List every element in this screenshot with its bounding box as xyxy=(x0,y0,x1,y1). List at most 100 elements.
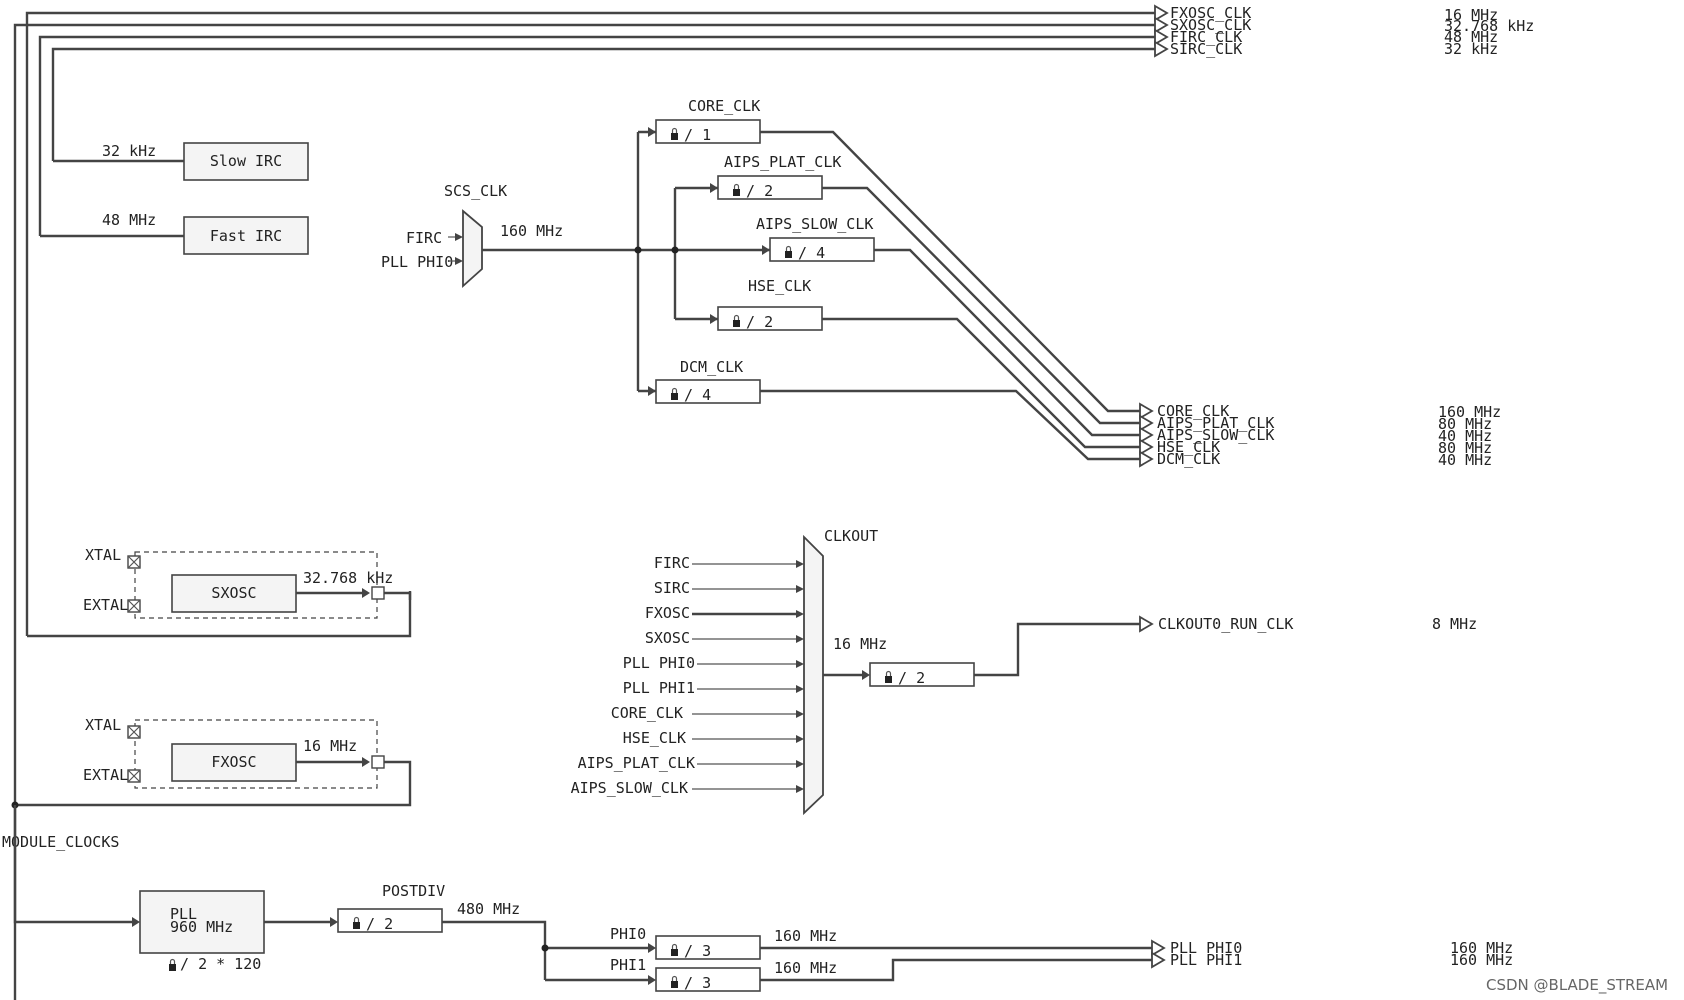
lock-icon xyxy=(353,916,360,929)
scs-output-bus xyxy=(482,127,770,396)
aips-plat-div-value: / 2 xyxy=(746,182,773,200)
sxosc-label: SXOSC xyxy=(211,584,256,602)
fxosc-xtal-pin-icon[interactable] xyxy=(127,725,141,739)
pll-freq: 960 MHz xyxy=(170,918,233,936)
sxosc-output-pin[interactable] xyxy=(371,586,385,600)
phi0-freq: 160 MHz xyxy=(774,927,837,945)
aips-plat-output-freq: 80 MHz xyxy=(1438,415,1492,433)
scs-clk-label: SCS_CLK xyxy=(444,182,507,200)
aips-slow-div-label: AIPS_SLOW_CLK xyxy=(756,215,873,233)
clkout-mux[interactable] xyxy=(803,534,824,816)
clkout-input-label: HSE_CLK xyxy=(623,729,686,747)
core-clk-output-label: CORE_CLK xyxy=(1157,402,1229,420)
lock-icon xyxy=(671,387,678,400)
fxosc-xtal-label: XTAL xyxy=(85,716,121,734)
phi0-div-value: / 3 xyxy=(684,942,711,960)
clkout-input-label: SIRC xyxy=(654,579,690,597)
sxosc-xtal-label: XTAL xyxy=(85,546,121,564)
right-output-arrows xyxy=(1139,402,1154,468)
module-clocks-label: MODULE_CLOCKS xyxy=(2,833,119,851)
sxosc-extal-pin-icon[interactable] xyxy=(127,599,141,613)
sxosc-block[interactable] xyxy=(171,574,297,613)
sxosc-boundary xyxy=(134,551,378,619)
sxosc-freq: 32.768 kHz xyxy=(303,569,393,587)
postdiv-divider[interactable] xyxy=(337,908,443,933)
clkout-inputs: FIRC SIRC FXOSC SXOSC PLL PHI0 PLL PHI1 … xyxy=(571,554,804,797)
pll-phi1-output-label: PLL PHI1 xyxy=(1170,951,1242,969)
top-bus-wires xyxy=(13,11,1155,1000)
clkout-input-label: CORE_CLK xyxy=(611,704,683,722)
clkout-input-label: AIPS_SLOW_CLK xyxy=(571,779,688,797)
aips-plat-output-label: AIPS_PLAT_CLK xyxy=(1157,414,1274,432)
clkout-input-label: PLL PHI0 xyxy=(623,654,695,672)
aips-slow-output-label: AIPS_SLOW_CLK xyxy=(1157,426,1274,444)
pll-phi1-output-freq: 160 MHz xyxy=(1450,951,1513,969)
fxosc-clk-freq: 16 MHz xyxy=(1444,6,1498,24)
fxosc-label: FXOSC xyxy=(211,753,256,771)
clkout-input-label: FIRC xyxy=(654,554,690,572)
lock-icon xyxy=(733,314,740,327)
dcm-clk-div-value: / 4 xyxy=(684,386,711,404)
postdiv-div-value: / 2 xyxy=(366,915,393,933)
slow-irc-label: Slow IRC xyxy=(210,152,282,170)
firc-clk-label: FIRC_CLK xyxy=(1170,28,1242,46)
fxosc-clk-label: FXOSC_CLK xyxy=(1170,4,1251,22)
pll-label: PLL xyxy=(170,905,197,923)
phi1-label: PHI1 xyxy=(610,956,646,974)
top-output-arrows xyxy=(1154,4,1169,58)
lock-icon xyxy=(733,183,740,196)
pll-phi0-output-label: PLL PHI0 xyxy=(1170,939,1242,957)
aips-plat-div-label: AIPS_PLAT_CLK xyxy=(724,153,841,171)
sxosc-clk-label: SXOSC_CLK xyxy=(1170,16,1251,34)
pll-mult: / 2 * 120 xyxy=(180,955,261,973)
divider-output-wires xyxy=(760,130,1140,461)
fast-irc-freq: 48 MHz xyxy=(102,211,156,229)
sirc-clk-freq: 32 kHz xyxy=(1444,40,1498,58)
scs-mux[interactable] xyxy=(462,209,483,289)
clkout-input-label: AIPS_PLAT_CLK xyxy=(578,754,695,772)
phi1-div-value: / 3 xyxy=(684,974,711,992)
postdiv-freq: 480 MHz xyxy=(457,900,520,918)
pll-phi0-output-freq: 160 MHz xyxy=(1450,939,1513,957)
lock-icon xyxy=(885,670,892,683)
sxosc-extal-label: EXTAL xyxy=(83,596,128,614)
lock-icon xyxy=(671,127,678,140)
hse-clk-div-value: / 2 xyxy=(746,313,773,331)
scs-input-pll-phi0: PLL PHI0 xyxy=(381,253,453,271)
fxosc-output-pin[interactable] xyxy=(371,755,385,769)
aips-slow-div-value: / 4 xyxy=(798,244,825,262)
hse-clk-div-label: HSE_CLK xyxy=(748,277,811,295)
phi0-label: PHI0 xyxy=(610,925,646,943)
clkout-input-label: PLL PHI1 xyxy=(623,679,695,697)
clkout0-run-clk-label: CLKOUT0_RUN_CLK xyxy=(1158,615,1293,633)
fast-irc-block[interactable] xyxy=(183,216,309,255)
clkout-div-value: / 2 xyxy=(898,669,925,687)
postdiv-output-wires xyxy=(442,920,656,985)
clkout-input-label: SXOSC xyxy=(645,629,690,647)
dcm-clk-output-label: DCM_CLK xyxy=(1157,450,1220,468)
hse-clk-output-label: HSE_CLK xyxy=(1157,438,1220,456)
sxosc-xtal-pin-icon[interactable] xyxy=(127,555,141,569)
slow-irc-block[interactable] xyxy=(183,142,309,181)
dcm-clk-output-freq: 40 MHz xyxy=(1438,451,1492,469)
clkout-freq: 16 MHz xyxy=(833,635,887,653)
fxosc-boundary xyxy=(134,719,378,789)
aips-slow-output-freq: 40 MHz xyxy=(1438,427,1492,445)
core-clk-div-label: CORE_CLK xyxy=(688,97,760,115)
clkout0-run-clk-freq: 8 MHz xyxy=(1432,615,1477,633)
sirc-clk-label: SIRC_CLK xyxy=(1170,40,1242,58)
lock-icon xyxy=(671,975,678,988)
slow-irc-freq: 32 kHz xyxy=(102,142,156,160)
watermark: CSDN @BLADE_STREAM xyxy=(1486,976,1668,995)
fast-irc-label: Fast IRC xyxy=(210,227,282,245)
clkout-input-label: FXOSC xyxy=(645,604,690,622)
lock-icon xyxy=(169,958,176,971)
fxosc-extal-pin-icon[interactable] xyxy=(127,769,141,783)
pll-block[interactable] xyxy=(139,890,265,954)
dcm-clk-div-label: DCM_CLK xyxy=(680,358,743,376)
lock-icon xyxy=(671,943,678,956)
core-clk-output-freq: 160 MHz xyxy=(1438,403,1501,421)
hse-clk-output-freq: 80 MHz xyxy=(1438,439,1492,457)
fxosc-block[interactable] xyxy=(171,743,297,782)
